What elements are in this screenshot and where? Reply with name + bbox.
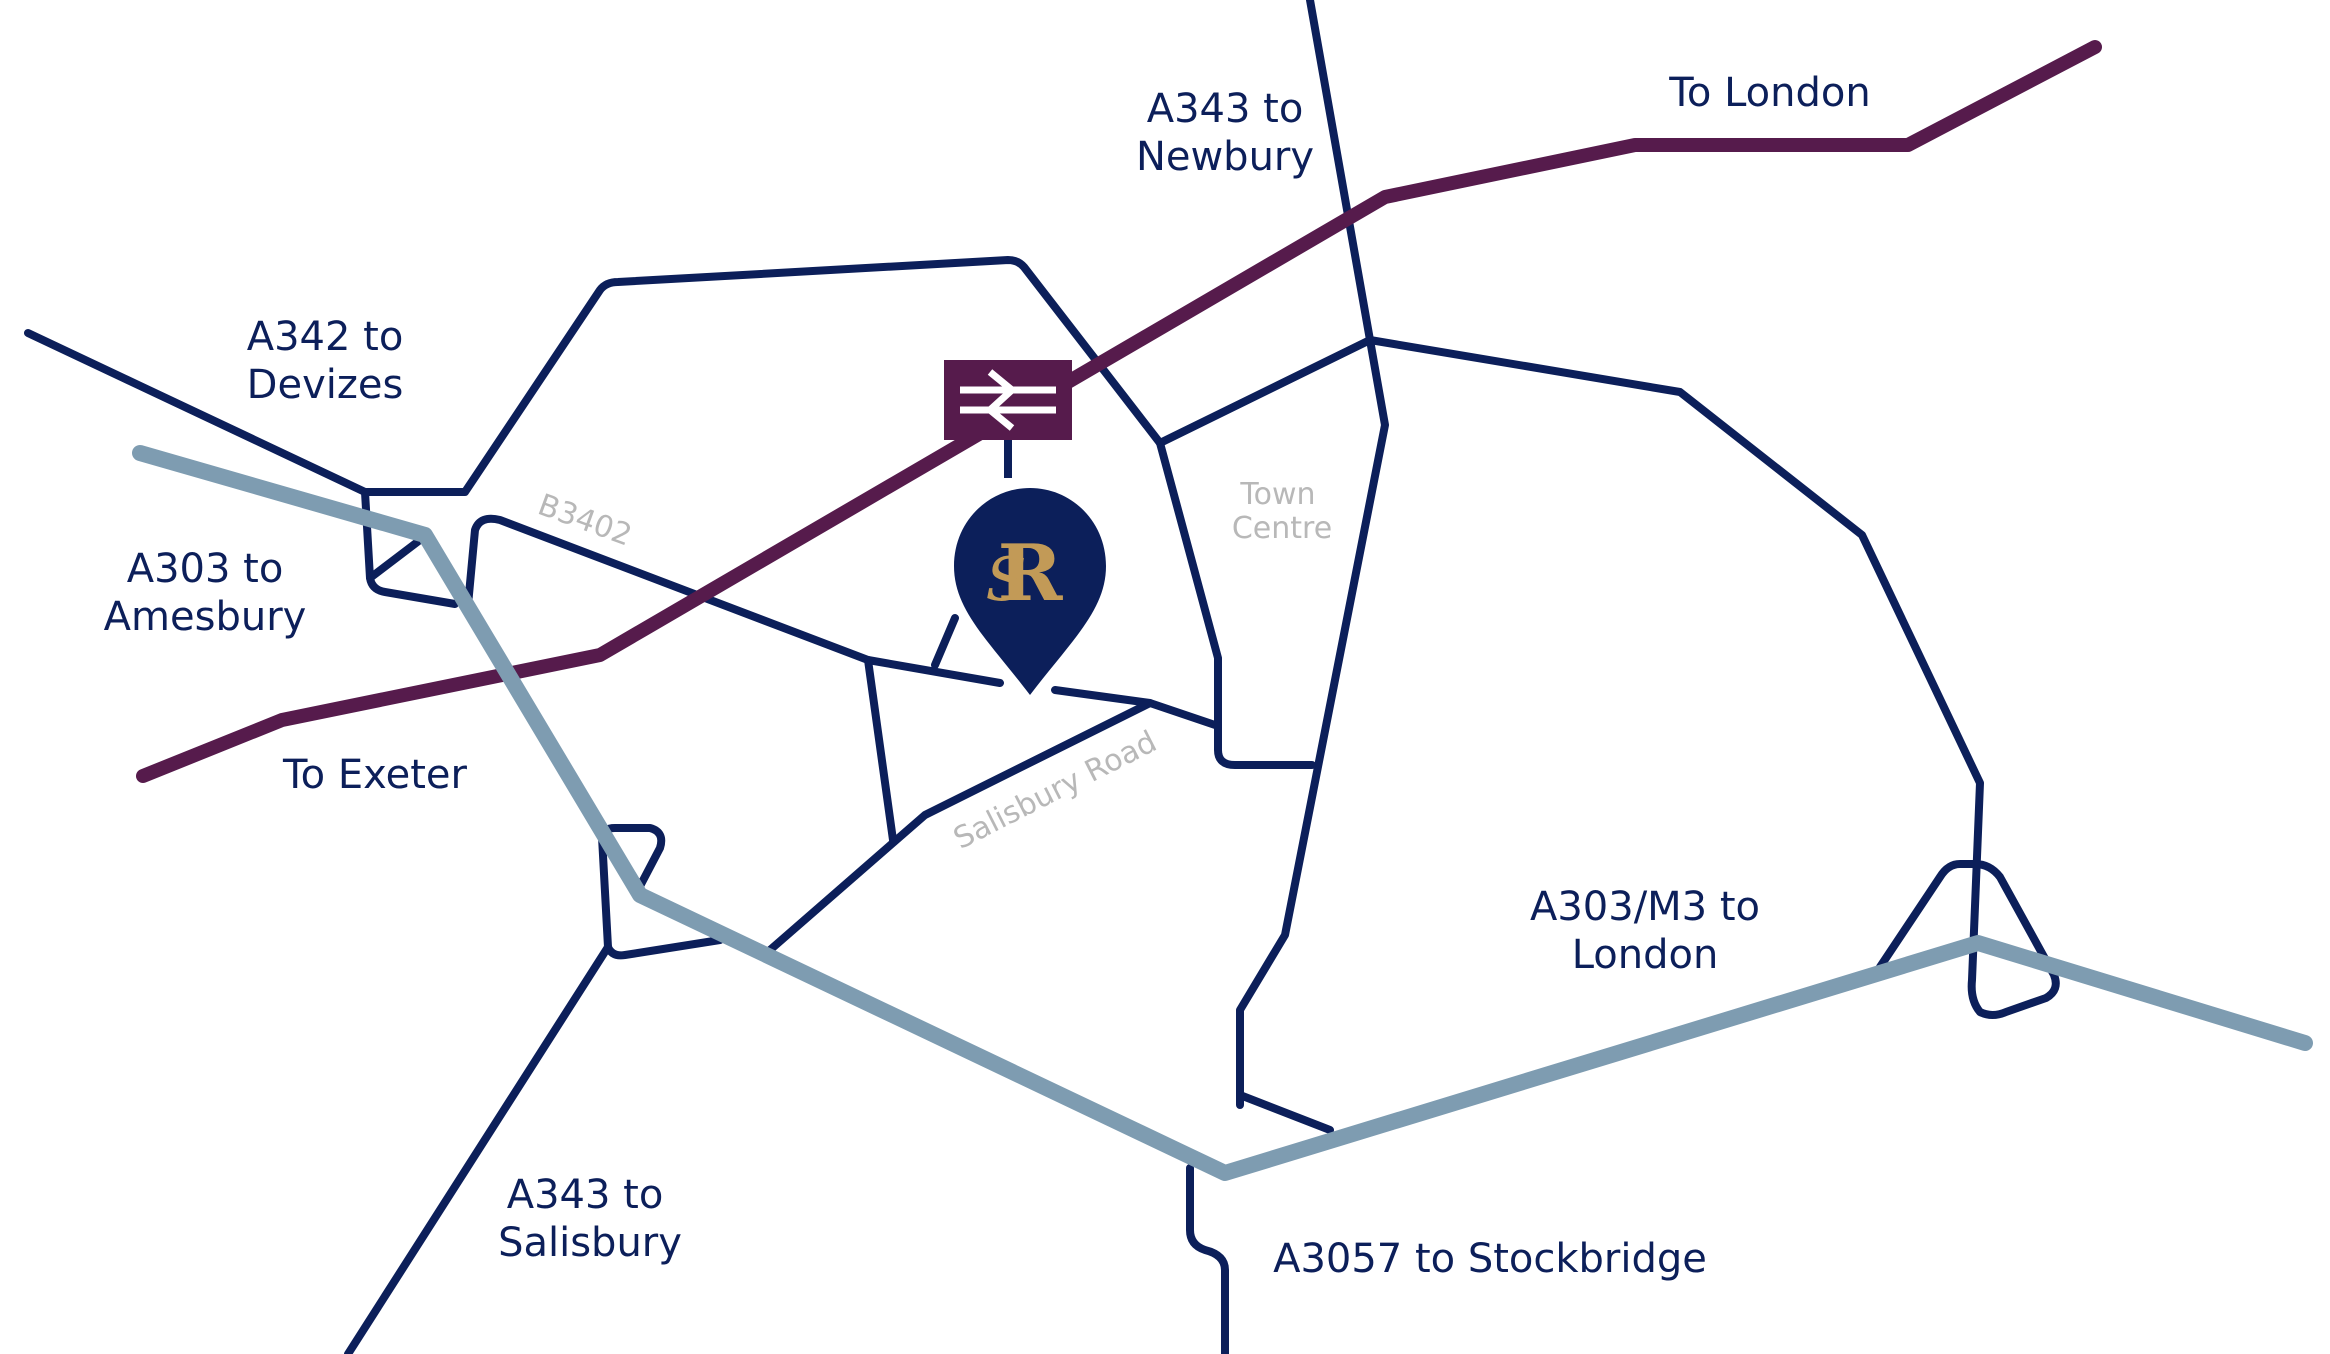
road-town-north-link bbox=[1156, 336, 1374, 447]
label-a342-devizes-1: A342 to bbox=[247, 314, 404, 360]
national-rail-icon bbox=[960, 369, 1056, 431]
road-central-link bbox=[864, 656, 1004, 687]
label-to-london: To London bbox=[1668, 70, 1870, 116]
railway-station bbox=[944, 360, 1072, 478]
road-town-west-edge bbox=[1156, 439, 1316, 769]
svg-text:R: R bbox=[998, 528, 1064, 619]
road-pin-spur bbox=[931, 614, 959, 669]
label-town-centre-2: Centre bbox=[1232, 511, 1332, 546]
road-salisbury-road bbox=[766, 699, 1154, 954]
label-a343-salisbury-2: Salisbury bbox=[498, 1220, 682, 1266]
road-a343-south bbox=[344, 943, 612, 1354]
road-a343-north bbox=[1236, 0, 1389, 1109]
label-a342-devizes-2: Devizes bbox=[247, 362, 404, 408]
motorway-a303 bbox=[132, 445, 2313, 1181]
rail-to-london bbox=[136, 40, 2102, 783]
road-south-link bbox=[1236, 1091, 1334, 1134]
label-a303-m3-london-1: A303/M3 to bbox=[1530, 884, 1760, 930]
label-a343-newbury-1: A343 to bbox=[1147, 86, 1304, 132]
labels: A343 to Newbury To London A342 to Devize… bbox=[104, 70, 1871, 1282]
a303-motorway bbox=[132, 445, 2313, 1181]
label-b3402: B3402 bbox=[533, 487, 636, 553]
label-to-exeter: To Exeter bbox=[282, 752, 467, 798]
label-a303-amesbury-1: A303 to bbox=[127, 546, 284, 592]
label-town-centre-1: Town bbox=[1239, 477, 1315, 512]
railway-line bbox=[136, 40, 2102, 783]
svg-text:S: S bbox=[985, 545, 1026, 615]
road-west-junction-diag bbox=[366, 536, 424, 582]
road-northern-loop bbox=[361, 256, 1164, 496]
road-eastern-ring bbox=[1366, 336, 2060, 1019]
road-sw-link bbox=[604, 936, 724, 960]
label-a343-newbury-2: Newbury bbox=[1136, 134, 1314, 180]
road-a342 bbox=[24, 329, 369, 496]
label-a303-m3-london-2: London bbox=[1572, 932, 1719, 978]
road-a3057 bbox=[1186, 1164, 1229, 1354]
road-network bbox=[24, 0, 2060, 1354]
monogram-sr-logo: R S bbox=[985, 528, 1063, 619]
label-a343-salisbury-1: A343 to bbox=[507, 1172, 664, 1218]
road-central-vertical bbox=[864, 656, 897, 844]
road-b3402 bbox=[464, 514, 872, 664]
label-a303-amesbury-2: Amesbury bbox=[104, 594, 307, 640]
label-a3057-stockbridge: A3057 to Stockbridge bbox=[1273, 1236, 1707, 1282]
map-pin-icon: R S bbox=[954, 488, 1106, 695]
